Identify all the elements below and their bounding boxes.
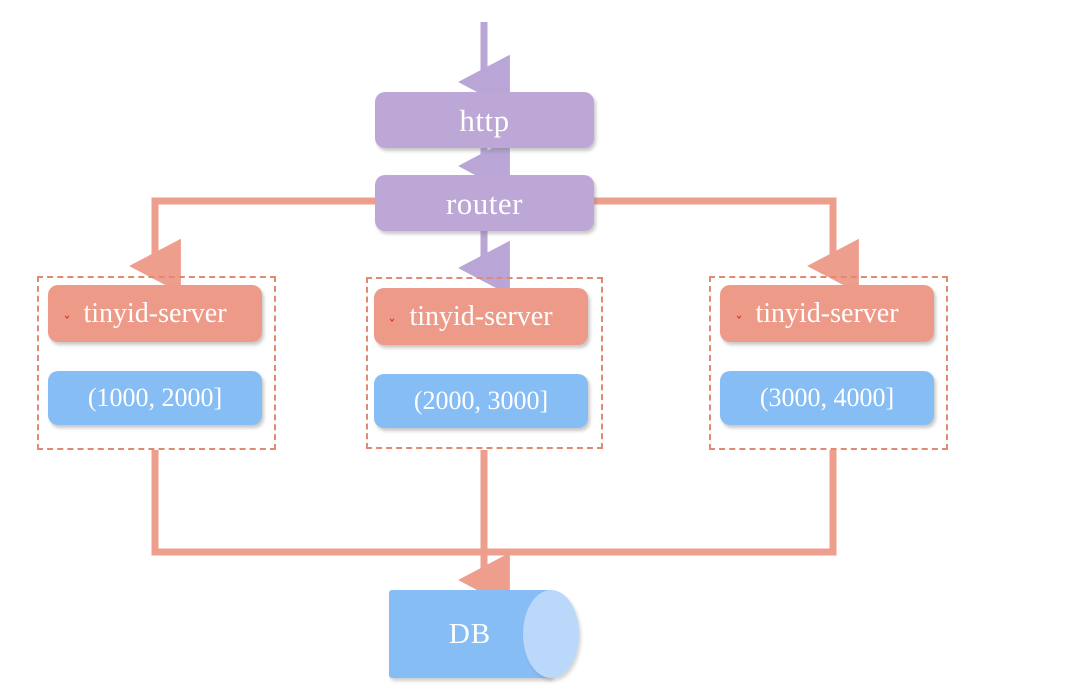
group-middle-server-node[interactable]: tinyid-server [374, 288, 588, 345]
group-left[interactable] [37, 276, 276, 450]
node-db-label: DB [448, 617, 492, 650]
node-http[interactable]: http [375, 92, 594, 148]
group-right[interactable] [709, 276, 948, 450]
group-middle[interactable] [366, 277, 603, 449]
group-left-range-label: (1000, 2000] [87, 383, 223, 412]
connector-router-to-group-right [594, 197, 859, 294]
group-right-server-label: tinyid-server [755, 297, 899, 329]
group-left-spellcheck-caret-icon: ˇ [63, 314, 71, 332]
node-router[interactable]: router [375, 175, 594, 231]
group-left-server-node[interactable]: tinyid-server [48, 285, 262, 342]
group-middle-spellcheck-caret-icon: ˇ [388, 317, 396, 335]
group-middle-range-label: (2000, 3000] [413, 386, 549, 415]
group-middle-server-label: tinyid-server [409, 300, 553, 332]
group-right-spellcheck-caret-icon: ˇ [735, 314, 743, 332]
db-cylinder-cap [523, 590, 579, 678]
group-right-range-node[interactable]: (3000, 4000] [720, 371, 934, 425]
group-middle-range-node[interactable]: (2000, 3000] [374, 374, 588, 428]
group-left-server-label: tinyid-server [83, 297, 227, 329]
connector-router-to-group-left [129, 197, 375, 294]
node-router-label: router [445, 185, 524, 221]
node-http-label: http [459, 102, 510, 138]
group-left-range-node[interactable]: (1000, 2000] [48, 371, 262, 425]
node-db[interactable]: DB [389, 590, 579, 678]
group-right-server-node[interactable]: tinyid-server [720, 285, 934, 342]
group-right-range-label: (3000, 4000] [759, 383, 895, 412]
connector-groups-to-db [151, 450, 837, 608]
